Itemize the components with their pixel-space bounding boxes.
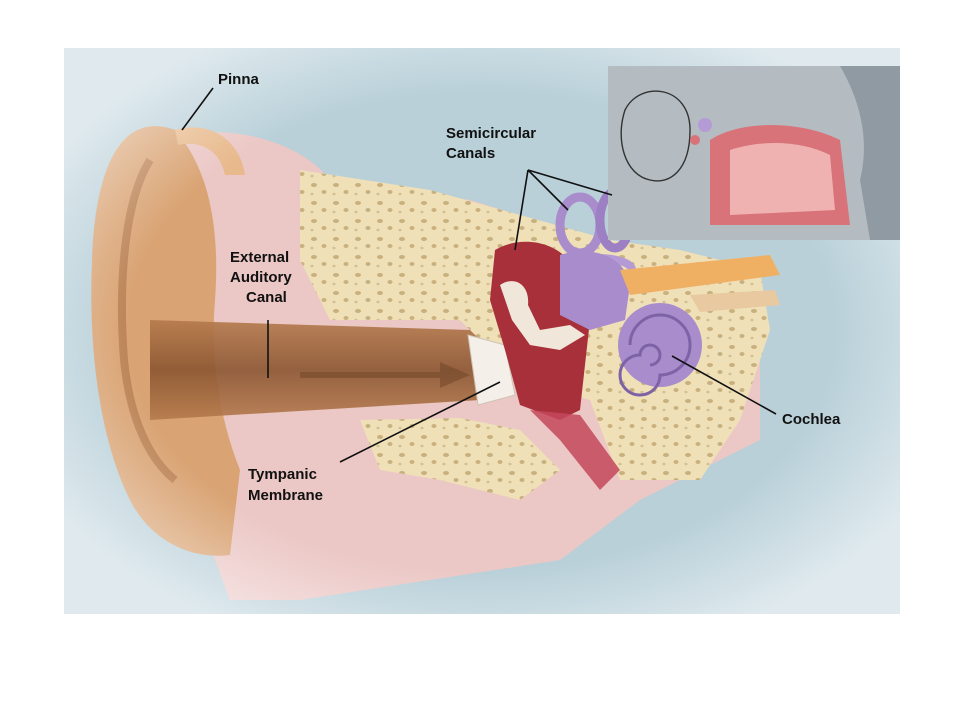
- cochlea-leader: [671, 355, 777, 415]
- cochlea-label: Cochlea: [782, 411, 841, 428]
- pinna-leader: [181, 87, 214, 131]
- inset-head-profile: [608, 66, 900, 240]
- semicircular-canals-label: Semicircular Canals: [446, 125, 540, 162]
- semicircular-leader-1: [514, 169, 529, 251]
- external-label-line2: Auditory: [230, 269, 292, 286]
- semicircular-leader-3: [527, 169, 613, 196]
- external-label-line1: External: [230, 249, 289, 266]
- tympanic-membrane-label: Tympanic Membrane: [248, 466, 323, 504]
- semicircular-label-line2: Canals: [446, 145, 495, 162]
- semicircular-label-line1: Semicircular: [446, 125, 536, 142]
- external-auditory-canal-label: External Auditory Canal: [230, 249, 296, 306]
- semicircular-leader-2: [527, 169, 569, 211]
- tympanic-label-line1: Tympanic: [248, 466, 317, 483]
- tympanic-leader: [339, 381, 501, 463]
- tympanic-label-line2: Membrane: [248, 487, 323, 504]
- external-label-line3: Canal: [246, 289, 287, 306]
- pinna-label: Pinna: [218, 71, 259, 88]
